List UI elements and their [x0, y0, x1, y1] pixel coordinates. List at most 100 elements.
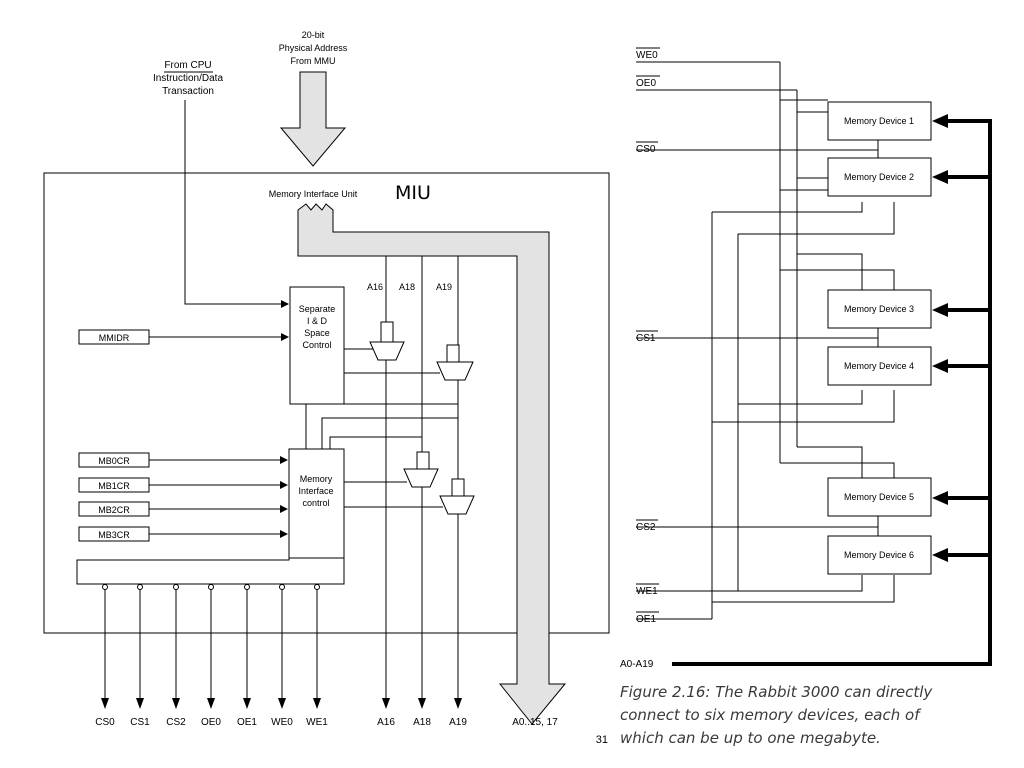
mic-line-2: Interface [298, 486, 333, 496]
we1-branch-mid [738, 390, 863, 405]
miu-label: Memory Interface Unit [269, 189, 358, 199]
caption-line-2: connect to six memory devices, each of [620, 706, 922, 724]
oe1-branch-mid [712, 390, 895, 423]
mux-feedback-2 [321, 417, 458, 449]
bottom-a0-15-17-label: A0..15, 17 [512, 717, 558, 728]
memory-device-3 [827, 289, 932, 329]
oe0-branch-mid [797, 253, 863, 290]
mux-feedback-1 [305, 403, 458, 449]
miu-block-diagram: From CPU Instruction/Data Transaction 20… [43, 30, 610, 728]
a16-arrowhead [382, 698, 390, 709]
memory-device-5 [827, 477, 932, 517]
address-bus [672, 119, 992, 666]
memory-interface-control-block [288, 448, 345, 559]
we0-branch-low [780, 462, 895, 478]
memory-connection-diagram: WE0 OE0 CS0 CS1 CS2 WE1 OE1 A0-A19 [620, 47, 992, 670]
we1-pin [314, 584, 320, 590]
bottom-a16-label: A16 [377, 717, 395, 728]
cs0-label: CS0 [95, 717, 115, 728]
addr-label-line-3: From MMU [291, 56, 336, 66]
cpu-signal-arrowhead [281, 300, 289, 308]
sig-we0-label: WE0 [636, 50, 658, 61]
memory-device-2-label: Memory Device 2 [844, 172, 914, 182]
mb3cr-arrowhead [280, 530, 288, 538]
addr-label-line-2: Physical Address [279, 43, 348, 53]
oe0-pin [208, 584, 214, 590]
mux1 [369, 341, 405, 361]
sig-addr-label: A0-A19 [620, 659, 654, 670]
we0-branch-mid [780, 269, 895, 290]
mux-feedback-3 [329, 436, 422, 449]
cs2-arrowhead [172, 698, 180, 709]
mb3cr-label: MB3CR [98, 530, 130, 540]
cpu-signal-line [184, 100, 281, 305]
cs2-label: CS2 [166, 717, 186, 728]
mux4-control [451, 478, 465, 497]
we1-branch-low [738, 575, 863, 592]
output-pins [101, 584, 462, 709]
sep-line-4: Control [302, 340, 331, 350]
we1-label: WE1 [306, 717, 328, 728]
cs1-pin [137, 584, 143, 590]
we0-label: WE0 [271, 717, 293, 728]
page-number: 31 [596, 734, 608, 746]
separate-id-block [289, 286, 345, 405]
mux3 [403, 468, 439, 488]
memory-device-1-label: Memory Device 1 [844, 116, 914, 126]
mb1cr-label: MB1CR [98, 481, 130, 491]
mb0cr-arrowhead [280, 456, 288, 464]
memory-device-1 [827, 101, 932, 141]
addr-arrow-dev2 [932, 170, 948, 184]
cs0-pin [102, 584, 108, 590]
top-a19-label: A19 [436, 282, 452, 292]
oe1-branch-low [712, 575, 895, 603]
top-a18-label: A18 [399, 282, 415, 292]
caption-line-3: which can be up to one megabyte. [620, 729, 881, 747]
cs0-arrowhead [101, 698, 109, 709]
mb2cr-arrowhead [280, 505, 288, 513]
addr-arrow-dev4 [932, 359, 948, 373]
we0-arrowhead [278, 698, 286, 709]
sep-line-3: Space [304, 328, 330, 338]
we0-pin [279, 584, 285, 590]
caption-line-1: Figure 2.16: The Rabbit 3000 can directl… [620, 683, 933, 701]
a18-arrowhead [418, 698, 426, 709]
cpu-label-line-2: Instruction/Data [153, 73, 223, 84]
memory-device-4 [827, 346, 932, 386]
addr-arrow-dev6 [932, 548, 948, 562]
memory-device-6-label: Memory Device 6 [844, 550, 914, 560]
cs2-pin [173, 584, 179, 590]
sep-line-2: I & D [307, 316, 328, 326]
oe1-arrowhead [243, 698, 251, 709]
mb2cr-label: MB2CR [98, 505, 130, 515]
memory-device-5-label: Memory Device 5 [844, 492, 914, 502]
mmidr-label: MMIDR [99, 333, 130, 343]
top-a16-label: A16 [367, 282, 383, 292]
sig-oe0-label: OE0 [636, 78, 656, 89]
mb1cr-arrowhead [280, 481, 288, 489]
bottom-a19-label: A19 [449, 717, 467, 728]
memory-device-6 [827, 535, 932, 575]
cs1-label: CS1 [130, 717, 150, 728]
oe1-label: OE1 [237, 717, 257, 728]
addr-label-line-1: 20-bit [302, 30, 325, 40]
we1-branch-top [738, 202, 895, 235]
address-bus-arrow [297, 203, 567, 725]
mux1-control [380, 321, 394, 343]
sep-line-1: Separate [299, 304, 336, 314]
address-input-arrow [279, 71, 347, 167]
output-bracket [76, 558, 345, 585]
a19-arrowhead [454, 698, 462, 709]
mic-line-3: control [302, 498, 329, 508]
addr-arrow-dev3 [932, 303, 948, 317]
addr-arrow-dev5 [932, 491, 948, 505]
memory-device-3-label: Memory Device 3 [844, 304, 914, 314]
mux3-control [416, 451, 430, 470]
oe1-branch-top [712, 202, 863, 213]
cpu-label-line-1: From CPU [164, 60, 211, 71]
bottom-a18-label: A18 [413, 717, 431, 728]
oe0-label: OE0 [201, 717, 221, 728]
oe1-pin [244, 584, 250, 590]
miu-title: MIU [395, 182, 431, 204]
